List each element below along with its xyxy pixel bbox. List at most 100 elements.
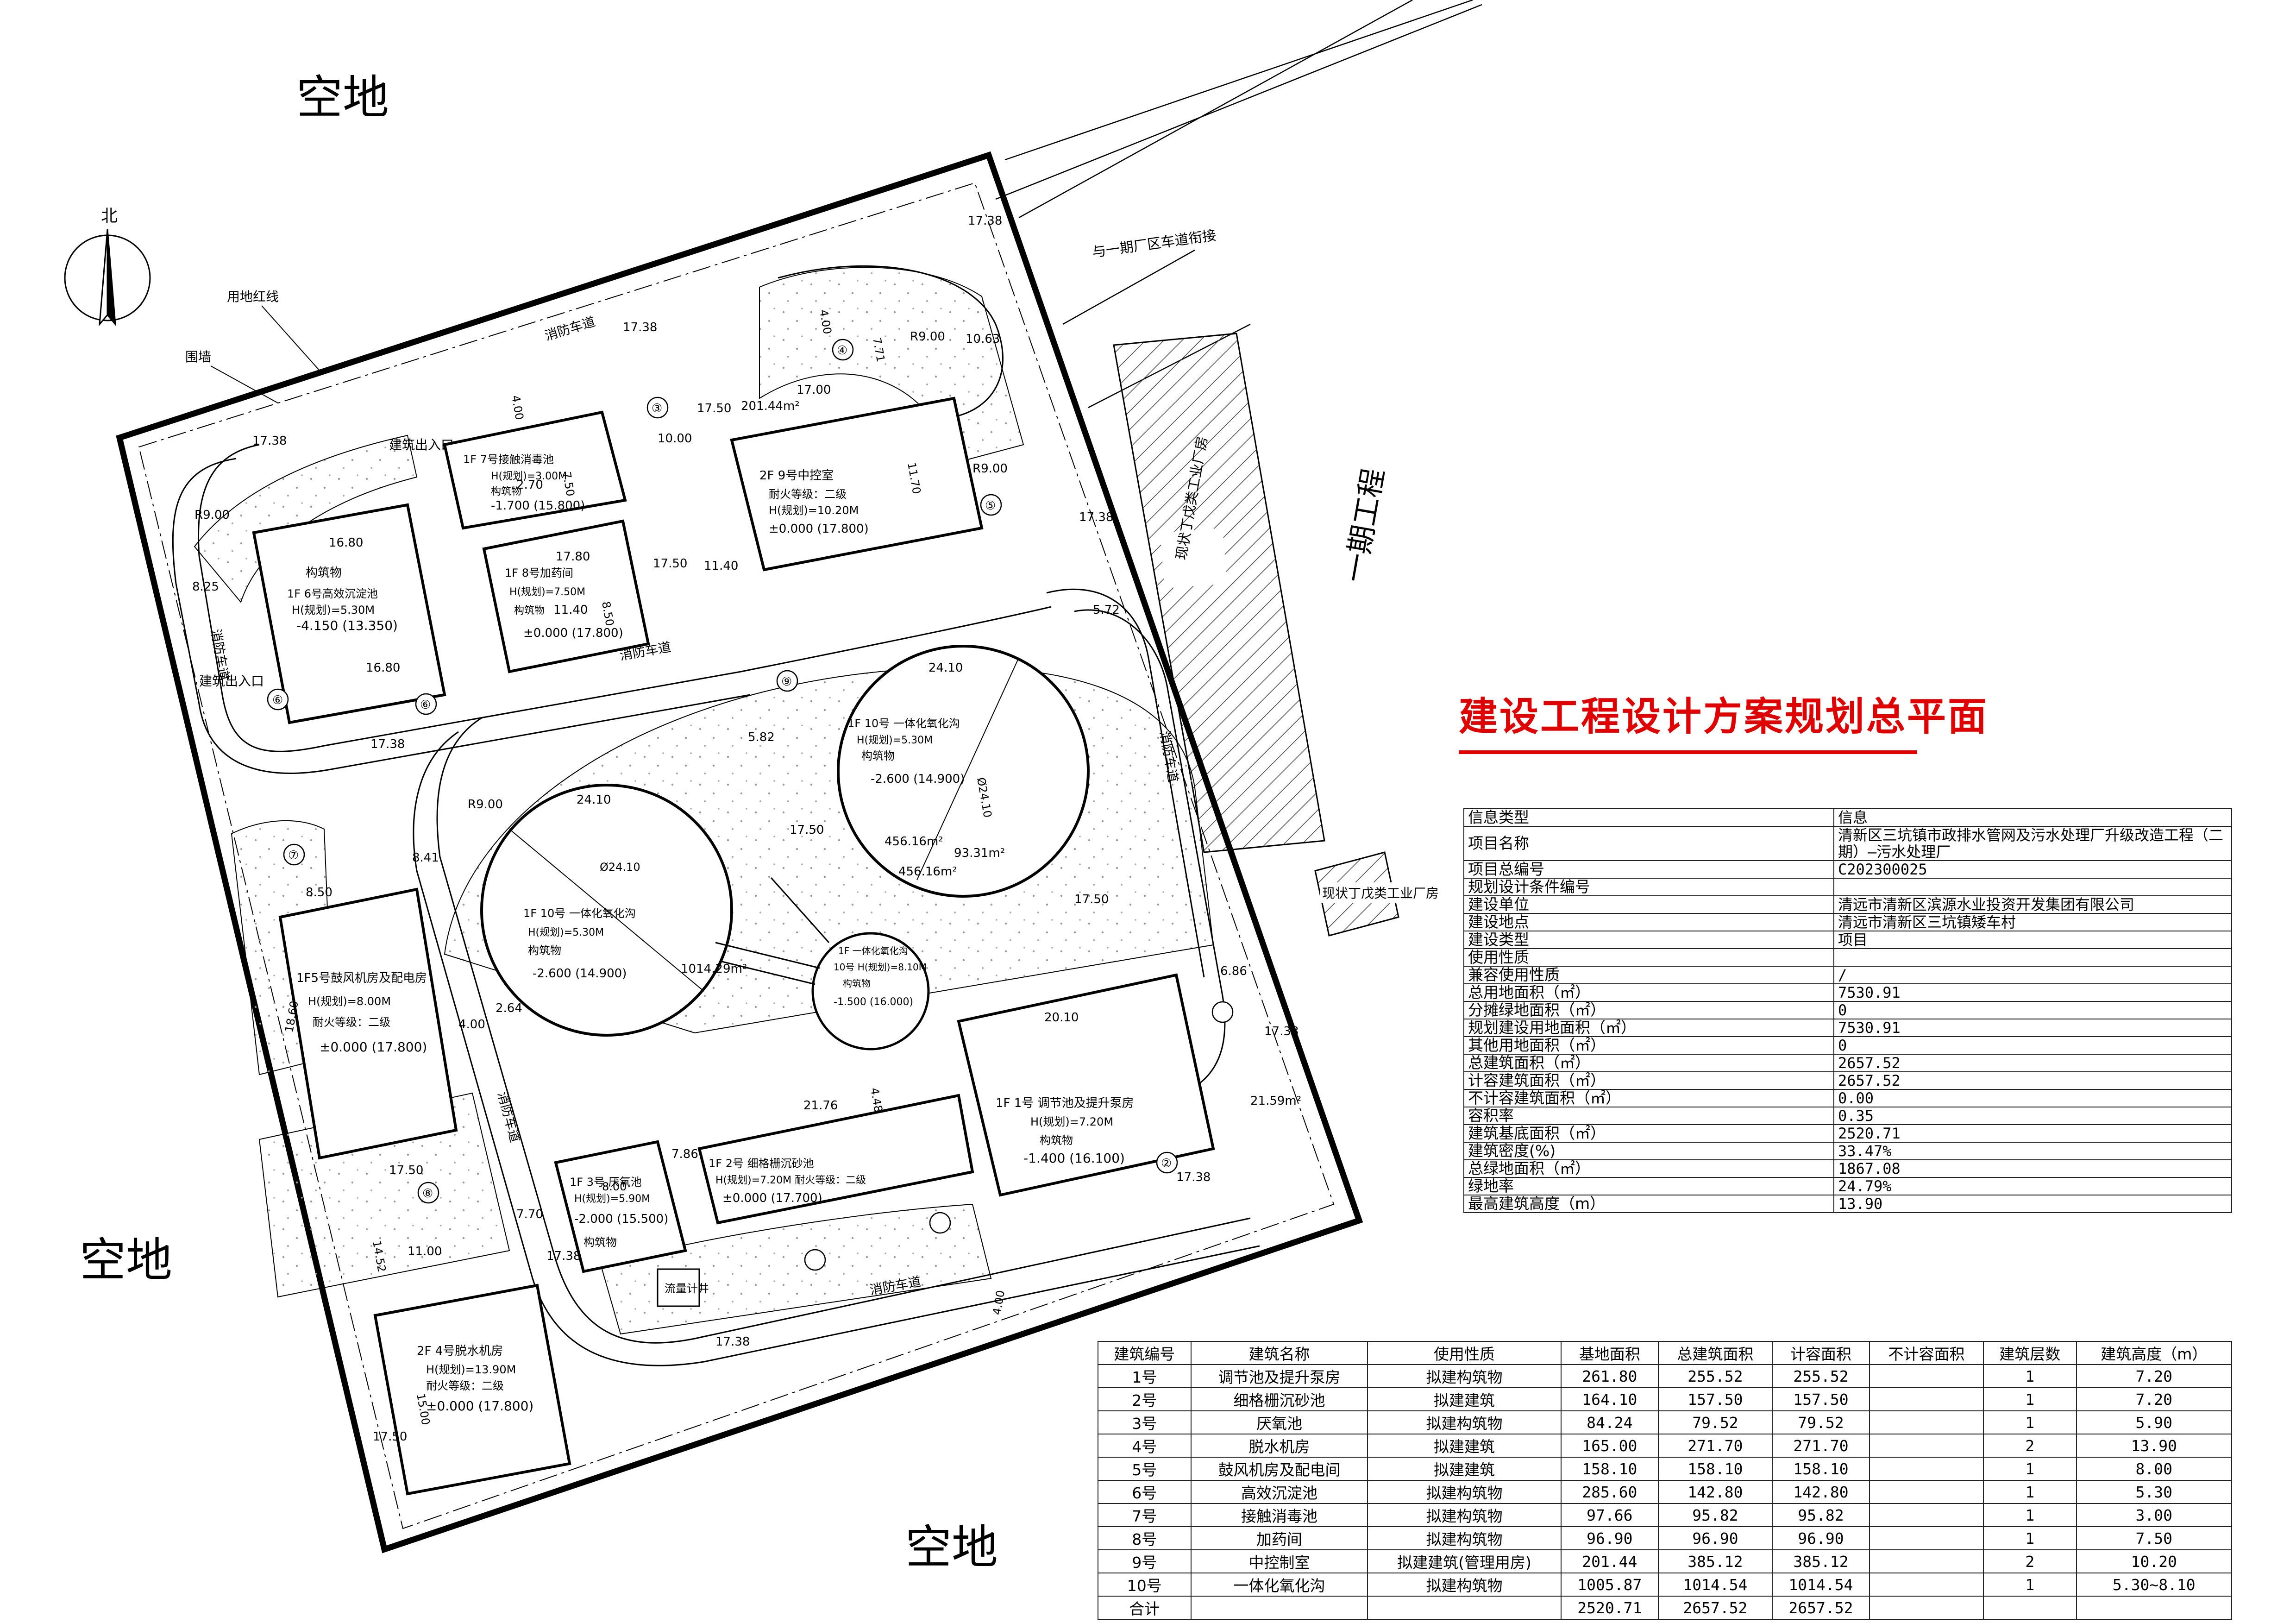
dim-25: 11.40 [553,603,588,617]
dim-33: 4.00 [509,394,526,421]
info-row: 总绿地面积（㎡）1867.08 [1463,1159,2233,1178]
fire-lane-label-n: 消防车道 [543,314,597,343]
building-table-cell: 1 [1982,1526,2077,1550]
building-table-cell [1869,1526,1984,1550]
dim-54: 17.80 [556,550,590,564]
building-table-cell: 拟建构筑物 [1367,1503,1562,1527]
info-key-cell: 建设类型 [1463,931,1834,949]
building-list-table: 建筑编号建筑名称使用性质基地面积总建筑面积计容面积不计容面积建筑层数建筑高度（m… [1098,1341,2233,1620]
dim-53: 7.86 [671,1147,698,1161]
b4-line-4: ±0.000 (17.800) [426,1398,533,1414]
dim-19: R9.00 [910,330,945,344]
info-key-cell: 容积率 [1463,1107,1834,1125]
b4-line-1: 2F 4号脱水机房 [417,1344,503,1358]
building-table-cell: 加药间 [1190,1526,1368,1550]
c10a-line-1: 1F 10号 一体化氧化沟 [523,907,636,920]
info-key-cell: 项目总编号 [1463,860,1834,879]
dim-3: 17.38 [1079,510,1113,524]
dim-40: 11.00 [408,1245,442,1258]
info-value-cell: 13.90 [1833,1195,2233,1213]
b6-line-1: 构筑物 [306,566,342,580]
info-key-cell: 总建筑面积（㎡） [1463,1054,1834,1072]
building-table-cell: 84.24 [1560,1410,1659,1434]
info-value-cell: 2657.52 [1833,1071,2233,1090]
marker-9: ⑨ [781,675,792,689]
b6-line-2: 1F 6号高效沉淀池 [287,587,378,600]
marker-2: ② [1161,1157,1172,1170]
info-key-cell: 建设地点 [1463,913,1834,931]
b7-line-2: H(规划)=3.00M [491,471,567,482]
dim-9: 17.50 [790,823,824,837]
building-table-cell: 一体化氧化沟 [1190,1573,1368,1597]
building-table-cell: 7.50 [2076,1526,2233,1550]
b9-line-1: 2F 9号中控室 [759,469,834,483]
info-value-cell: 33.47% [1833,1142,2233,1160]
building-table-cell: 255.52 [1771,1364,1870,1388]
dim-29: 8.41 [412,851,439,865]
dim-35: 4.00 [990,1290,1007,1316]
info-key-cell: 其他用地面积（㎡） [1463,1036,1834,1055]
b5-line-1: 1F5号鼓风机房及配电房 [296,971,427,985]
building-table-cell [2076,1596,2233,1620]
b6-line-3: H(规划)=5.30M [292,604,375,616]
dim-26: 11.40 [704,559,738,573]
info-row: 项目名称清新区三坑镇市政排水管网及污水处理厂升级改造工程（二期）—污水处理厂 [1463,826,2233,861]
info-row: 分摊绿地面积（㎡）0 [1463,1001,2233,1019]
info-value-cell: 0.35 [1833,1107,2233,1125]
entrance-label-north: 建筑出入口 [389,437,454,453]
building-table-cell: 拟建构筑物 [1367,1526,1562,1550]
plan-title: 建设工程设计方案规划总平面 [1459,693,1989,739]
area-3: 456.16m² [898,865,957,879]
info-value-cell: 项目 [1833,931,2233,949]
dim-12: 17.50 [373,1430,407,1444]
building-table-cell: 中控制室 [1190,1549,1368,1573]
building-table-cell [1869,1457,1984,1481]
b8-line-1: 1F 8号加药间 [505,566,573,579]
marker-4: ④ [837,344,847,358]
building-table-cell: 2520.71 [1560,1596,1659,1620]
building-table-cell: 6号 [1098,1480,1192,1504]
info-value-cell: 0 [1833,1001,2233,1019]
building-table-cell: 10号 [1098,1573,1192,1597]
building-table-cell: 157.50 [1771,1387,1870,1411]
red-line-label: 用地红线 [227,289,279,304]
info-key-cell: 使用性质 [1463,948,1834,967]
building-table-cell: 调节池及提升泵房 [1190,1364,1368,1388]
building-table-cell: 2号 [1098,1387,1192,1411]
info-row: 建设地点清远市清新区三坑镇矮车村 [1463,913,2233,931]
building-table-cell [1869,1410,1984,1434]
dim-32: 4.00 [458,1018,485,1032]
building-6: 构筑物 1F 6号高效沉淀池 H(规划)=5.30M -4.150 (13.35… [252,503,446,724]
dim-23: 17.00 [797,383,831,397]
building-table-cell: 9号 [1098,1549,1192,1573]
dimension-labels: 17.38 17.38 17.38 17.38 17.38 17.38 17.3… [192,214,1299,1444]
building-table-cell: 拟建建筑 [1367,1434,1562,1458]
area-6: 21.59m² [1250,1094,1301,1108]
info-row: 建设类型项目 [1463,931,2233,949]
building-1: 1F 1号 调节池及提升泵房 H(规划)=7.20M 构筑物 -1.400 (1… [957,973,1215,1197]
info-row: 规划建设用地面积（㎡）7530.91 [1463,1019,2233,1037]
building-4: 2F 4号脱水机房 H(规划)=13.90M 耐火等级：二级 ±0.000 (1… [373,1283,571,1496]
dim-44: 5.72 [1093,603,1120,617]
building-table-cell: 拟建建筑 [1367,1387,1562,1411]
building-table-cell: 2 [1982,1549,2077,1573]
b5-line-4: ±0.000 (17.800) [320,1039,427,1055]
building-table-header-cell: 使用性质 [1367,1341,1562,1365]
info-value-cell [1833,878,2233,896]
building-table-cell [1869,1596,1984,1620]
empty-land-label-w: 空地 [80,1233,172,1287]
building-table-cell: 2657.52 [1657,1596,1773,1620]
building-table-cell: 高效沉淀池 [1190,1480,1368,1504]
building-table-cell: 1 [1982,1503,2077,1527]
dim-4: 17.38 [370,737,405,751]
building-table-cell: 1014.54 [1657,1573,1773,1597]
b4-line-2: H(规划)=13.90M [426,1363,516,1376]
oxidation-ditch-small: 1F 一体化氧化沟 10号 H(规划)=8.10M 构筑物 -1.500 (16… [715,877,930,1051]
dim-6c: 17.38 [1176,1170,1211,1184]
dim-11: 17.50 [389,1164,423,1177]
